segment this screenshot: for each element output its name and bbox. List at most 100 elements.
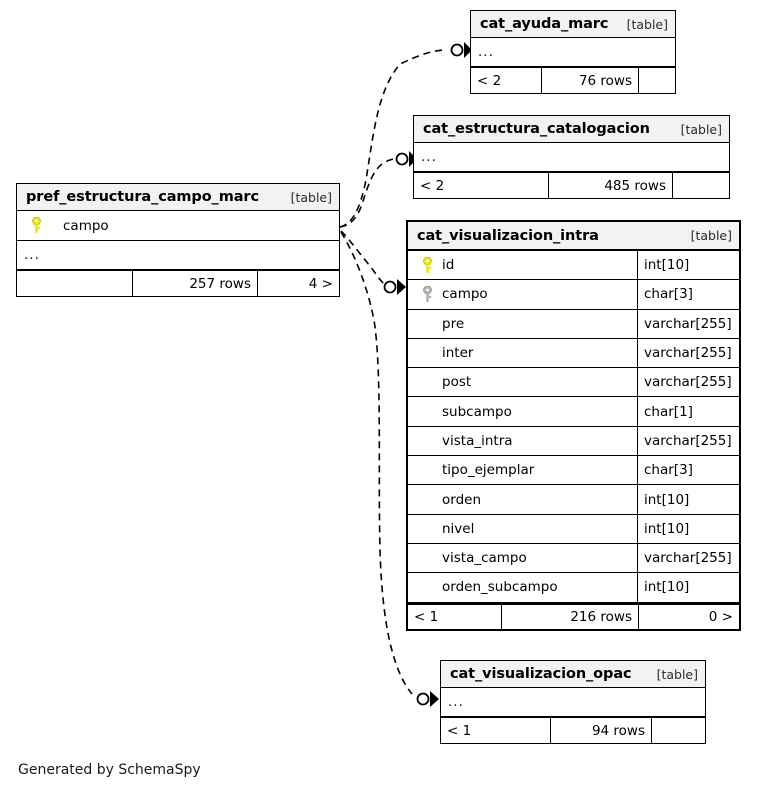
column-type: int[10] xyxy=(637,573,739,602)
footer-row-count: 216 rows xyxy=(501,604,638,629)
column-name-cell: vista_campo xyxy=(408,550,637,566)
table-row[interactable]: orden_subcampo int[10] xyxy=(408,573,739,603)
edge-to-cat-visualizacion-opac xyxy=(340,231,413,695)
column-type: varchar[255] xyxy=(637,368,739,397)
footer-inbound-count: < 2 xyxy=(420,177,445,194)
column-name-cell: post xyxy=(408,374,637,390)
table-title: cat_visualizacion_intra xyxy=(417,227,599,244)
table-type-tag: [table] xyxy=(690,228,732,243)
table-type-tag: [table] xyxy=(290,189,332,205)
primary-key-icon xyxy=(25,217,47,234)
column-name-cell: id xyxy=(408,256,637,274)
column-name-cell: tipo_ejemplar xyxy=(408,462,637,478)
footer-inbound-count: < 2 xyxy=(477,72,502,89)
column-label: id xyxy=(442,257,455,274)
table-node-cat-ayuda-marc[interactable]: cat_ayuda_marc [table] ... < 2 76 rows xyxy=(470,10,676,94)
column-type: varchar[255] xyxy=(637,338,739,368)
column-label: tipo_ejemplar xyxy=(442,462,535,479)
footer-inbound-count xyxy=(17,271,132,296)
column-label: orden xyxy=(442,491,482,508)
column-type: int[10] xyxy=(637,514,739,543)
table-header: cat_ayuda_marc [table] xyxy=(471,11,675,38)
table-title: cat_estructura_catalogacion xyxy=(423,121,650,137)
table-footer: 257 rows 4 > xyxy=(17,270,339,296)
column-label: campo xyxy=(442,286,488,303)
column-name-cell: campo xyxy=(17,217,339,234)
table-row[interactable]: campo char[3] xyxy=(408,280,739,310)
table-node-cat-visualizacion-intra[interactable]: cat_visualizacion_intra [table] id int[1… xyxy=(406,220,741,631)
table-header: cat_visualizacion_opac [table] xyxy=(441,661,705,688)
table-header: pref_estructura_campo_marc [table] xyxy=(17,184,339,211)
column-label: subcampo xyxy=(442,403,512,420)
column-name-cell: pre xyxy=(408,316,637,332)
footer-outbound-count xyxy=(672,173,729,198)
table-footer: < 1 94 rows xyxy=(441,717,705,743)
column-name-cell: subcampo xyxy=(408,404,637,420)
column-type: char[3] xyxy=(637,280,739,309)
column-type: varchar[255] xyxy=(637,543,739,573)
column-type: char[1] xyxy=(637,397,739,426)
footer-row-count: 485 rows xyxy=(548,173,672,198)
column-type: int[10] xyxy=(637,485,739,514)
column-label: campo xyxy=(63,217,109,234)
column-name-cell: campo xyxy=(408,285,637,303)
table-row[interactable]: inter varchar[255] xyxy=(408,338,739,369)
generated-by-note: Generated by SchemaSpy xyxy=(18,762,201,778)
table-row[interactable]: id int[10] xyxy=(408,251,739,281)
footer-outbound-count: 4 > xyxy=(257,271,339,296)
footer-row-count: 257 rows xyxy=(132,271,257,296)
column-label: orden_subcampo xyxy=(442,579,558,596)
table-title: pref_estructura_campo_marc xyxy=(26,189,259,205)
table-title: cat_ayuda_marc xyxy=(480,16,609,32)
footer-outbound-count xyxy=(651,718,705,743)
footer-row-count: 94 rows xyxy=(550,718,651,743)
collapsed-columns-ellipsis[interactable]: ... xyxy=(414,143,729,172)
column-label: post xyxy=(442,374,472,391)
table-type-tag: [table] xyxy=(626,16,668,32)
table-row[interactable]: orden int[10] xyxy=(408,485,739,515)
footer-row-count: 76 rows xyxy=(541,68,638,93)
table-type-tag: [table] xyxy=(680,121,722,137)
table-row[interactable]: tipo_ejemplar char[3] xyxy=(408,456,739,486)
table-row[interactable]: post varchar[255] xyxy=(408,368,739,398)
column-label: vista_campo xyxy=(442,550,527,567)
column-label: pre xyxy=(442,315,465,332)
column-name-cell: nivel xyxy=(408,521,637,537)
column-name-cell: inter xyxy=(408,345,637,361)
edge-to-cat-estructura-catalogacion xyxy=(339,158,397,228)
table-header: cat_estructura_catalogacion [table] xyxy=(414,116,729,143)
column-label: nivel xyxy=(442,520,475,537)
footer-outbound-count xyxy=(638,68,675,93)
column-label: inter xyxy=(442,345,474,362)
column-name-cell: orden xyxy=(408,492,637,508)
table-node-cat-visualizacion-opac[interactable]: cat_visualizacion_opac [table] ... < 1 9… xyxy=(440,660,706,744)
table-header: cat_visualizacion_intra [table] xyxy=(408,222,739,251)
table-footer: < 1 216 rows 0 > xyxy=(408,602,739,629)
footer-inbound-count: < 1 xyxy=(414,608,439,625)
column-type: varchar[255] xyxy=(637,309,739,338)
primary-key-icon xyxy=(416,256,438,274)
table-node-pref-estructura-campo-marc[interactable]: pref_estructura_campo_marc [table] campo… xyxy=(16,183,340,297)
foreign-key-icon xyxy=(416,285,438,303)
table-row[interactable]: campo xyxy=(17,211,339,241)
collapsed-columns-ellipsis[interactable]: ... xyxy=(441,688,705,717)
column-name-cell: orden_subcampo xyxy=(408,579,637,595)
column-label: vista_intra xyxy=(442,432,513,449)
table-row[interactable]: subcampo char[1] xyxy=(408,397,739,427)
footer-outbound-count: 0 > xyxy=(638,604,739,629)
column-name-cell: vista_intra xyxy=(408,433,637,449)
table-footer: < 2 76 rows xyxy=(471,67,675,93)
footer-inbound-count: < 1 xyxy=(447,722,472,739)
table-row[interactable]: pre varchar[255] xyxy=(408,309,739,339)
table-node-cat-estructura-catalogacion[interactable]: cat_estructura_catalogacion [table] ... … xyxy=(413,115,730,199)
column-type: varchar[255] xyxy=(637,426,739,456)
table-footer: < 2 485 rows xyxy=(414,172,729,198)
column-type: int[10] xyxy=(637,251,739,280)
table-row[interactable]: vista_campo varchar[255] xyxy=(408,543,739,574)
collapsed-columns-ellipsis[interactable]: ... xyxy=(17,241,339,270)
edge-to-cat-visualizacion-intra xyxy=(340,230,385,285)
table-type-tag: [table] xyxy=(656,666,698,682)
table-row[interactable]: nivel int[10] xyxy=(408,514,739,544)
collapsed-columns-ellipsis[interactable]: ... xyxy=(471,38,675,67)
table-row[interactable]: vista_intra varchar[255] xyxy=(408,426,739,457)
